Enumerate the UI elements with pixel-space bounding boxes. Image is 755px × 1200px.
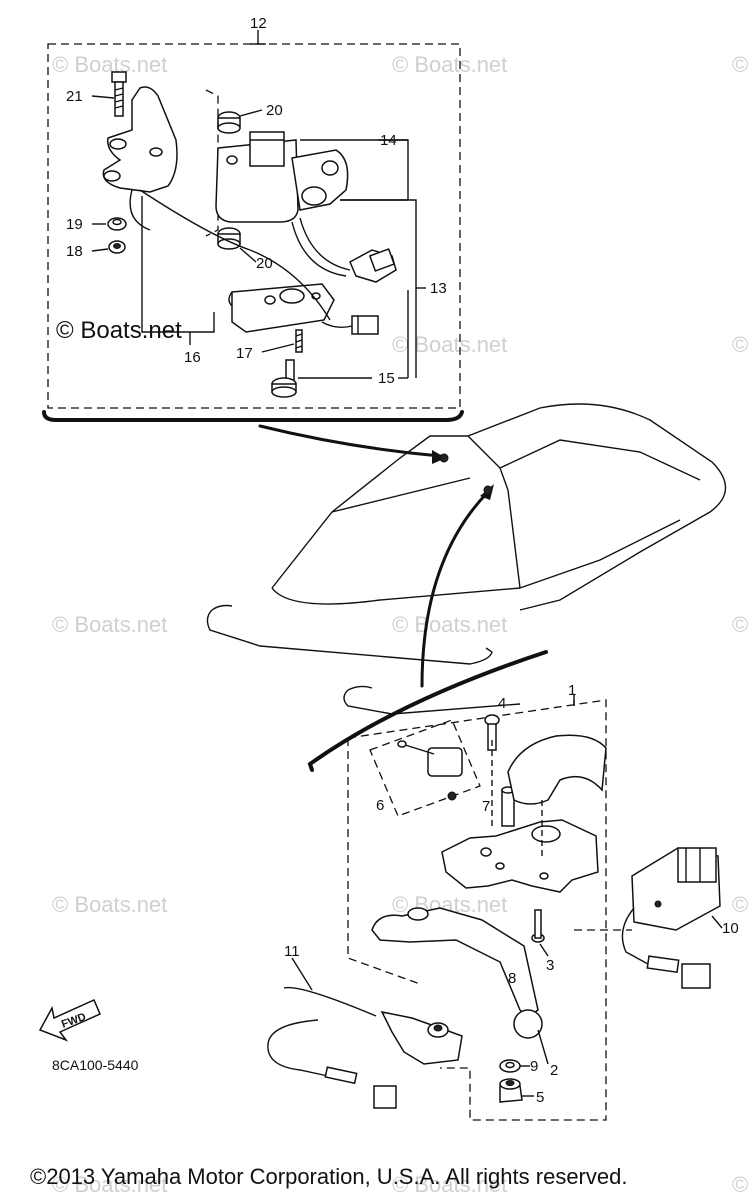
callout-4: 4 bbox=[498, 695, 506, 712]
copyright-notice: ©2013 Yamaha Motor Corporation, U.S.A. A… bbox=[30, 1164, 627, 1189]
callout-13: 13 bbox=[430, 280, 447, 297]
callout-19: 19 bbox=[66, 216, 83, 233]
leader-line bbox=[539, 943, 549, 957]
assembly-dashed-frame bbox=[347, 738, 421, 985]
lower-assembly bbox=[267, 650, 723, 1121]
callout-6: 6 bbox=[376, 797, 384, 814]
callouts: 12 21 20 14 19 18 20 13 16 17 15 1 4 6 7… bbox=[66, 15, 739, 1106]
callout-7: 7 bbox=[482, 798, 490, 815]
watermark: © Boats.net bbox=[732, 52, 755, 77]
callout-11: 11 bbox=[284, 943, 300, 960]
assembly-dashed-frame bbox=[347, 699, 607, 1121]
callout-20: 20 bbox=[266, 102, 283, 119]
grip-warmer-switch-6 bbox=[397, 740, 463, 801]
callout-5: 5 bbox=[536, 1089, 544, 1106]
watermark: © Boats.net bbox=[52, 1172, 167, 1197]
callout-9: 9 bbox=[530, 1058, 538, 1075]
inset-bracket bbox=[42, 410, 464, 422]
bolt-21 bbox=[111, 71, 127, 117]
callout-10: 10 bbox=[722, 920, 739, 937]
leader-line bbox=[340, 199, 417, 378]
sensor-unit-10 bbox=[621, 847, 721, 989]
brake-lever-2 bbox=[371, 907, 543, 1039]
watermark: © Boats.net bbox=[392, 612, 507, 637]
mount-plate-16 bbox=[228, 283, 335, 333]
watermark: © Boats.net bbox=[392, 1172, 507, 1197]
leader-line bbox=[239, 109, 263, 117]
grommet-20-upper bbox=[217, 111, 241, 134]
bolt-15 bbox=[271, 359, 297, 398]
watermark: © Boats.net bbox=[52, 52, 167, 77]
leader-line bbox=[91, 95, 115, 99]
leader-line bbox=[711, 915, 723, 929]
watermark: © Boats.net bbox=[732, 892, 755, 917]
watermark: © Boats.net bbox=[392, 52, 507, 77]
leader-line bbox=[91, 248, 109, 252]
screw-3 bbox=[531, 909, 545, 943]
callout-21: 21 bbox=[66, 88, 83, 105]
leader-line bbox=[239, 247, 257, 263]
watermark: © Boats.net bbox=[732, 612, 755, 637]
wire bbox=[139, 189, 331, 321]
callout-2: 2 bbox=[550, 1062, 558, 1079]
watermark-main: © Boats.net bbox=[56, 317, 182, 344]
diagram-code: 8CA100-5440 bbox=[52, 1057, 139, 1073]
callout-15: 15 bbox=[378, 370, 395, 387]
nut-5 bbox=[499, 1078, 523, 1103]
snowmobile-outline bbox=[206, 403, 727, 715]
callout-20: 20 bbox=[256, 255, 273, 272]
callout-12: 12 bbox=[250, 15, 267, 32]
callout-16: 16 bbox=[184, 349, 201, 366]
leader-line bbox=[261, 343, 295, 353]
watermark: © Boats.net bbox=[52, 892, 167, 917]
leader-line bbox=[291, 957, 313, 991]
callout-18: 18 bbox=[66, 243, 83, 260]
throttle-sensor-14 bbox=[215, 131, 351, 277]
callout-3: 3 bbox=[546, 957, 554, 974]
screw-17 bbox=[295, 329, 303, 353]
leader-line bbox=[537, 1029, 549, 1065]
mount-bracket bbox=[102, 86, 178, 231]
watermark: © Boats.net bbox=[732, 1172, 755, 1197]
leader-line bbox=[141, 196, 215, 333]
fwd-arrow-icon: FWD bbox=[38, 999, 101, 1042]
spacer-7 bbox=[501, 786, 515, 827]
guide-dashed bbox=[205, 89, 219, 237]
grommet-20-lower bbox=[217, 227, 241, 250]
washer-19 bbox=[107, 217, 127, 231]
callout-1: 1 bbox=[568, 682, 576, 699]
lever-cover bbox=[507, 734, 607, 805]
pointer-arrows bbox=[258, 424, 494, 688]
inset-dashed-frame bbox=[47, 43, 461, 409]
section-bracket bbox=[307, 650, 548, 772]
watermark: © Boats.net bbox=[392, 332, 507, 357]
callout-14: 14 bbox=[380, 132, 397, 149]
watermark: © Boats.net bbox=[52, 612, 167, 637]
callout-17: 17 bbox=[236, 345, 253, 362]
inset-assembly-12: © Boats.net bbox=[42, 30, 464, 422]
nut-18 bbox=[108, 240, 126, 254]
brake-switch-11 bbox=[267, 986, 463, 1109]
connector-upper bbox=[349, 248, 397, 283]
watermark: © Boats.net bbox=[732, 332, 755, 357]
subgroup-6-frame bbox=[369, 719, 481, 817]
lever-holder bbox=[441, 800, 599, 893]
callout-8: 8 bbox=[508, 970, 516, 987]
connector-lower bbox=[321, 315, 379, 335]
watermark-layer: © Boats.net © Boats.net © Boats.net © Bo… bbox=[52, 52, 755, 1197]
washer-9 bbox=[499, 1059, 521, 1073]
